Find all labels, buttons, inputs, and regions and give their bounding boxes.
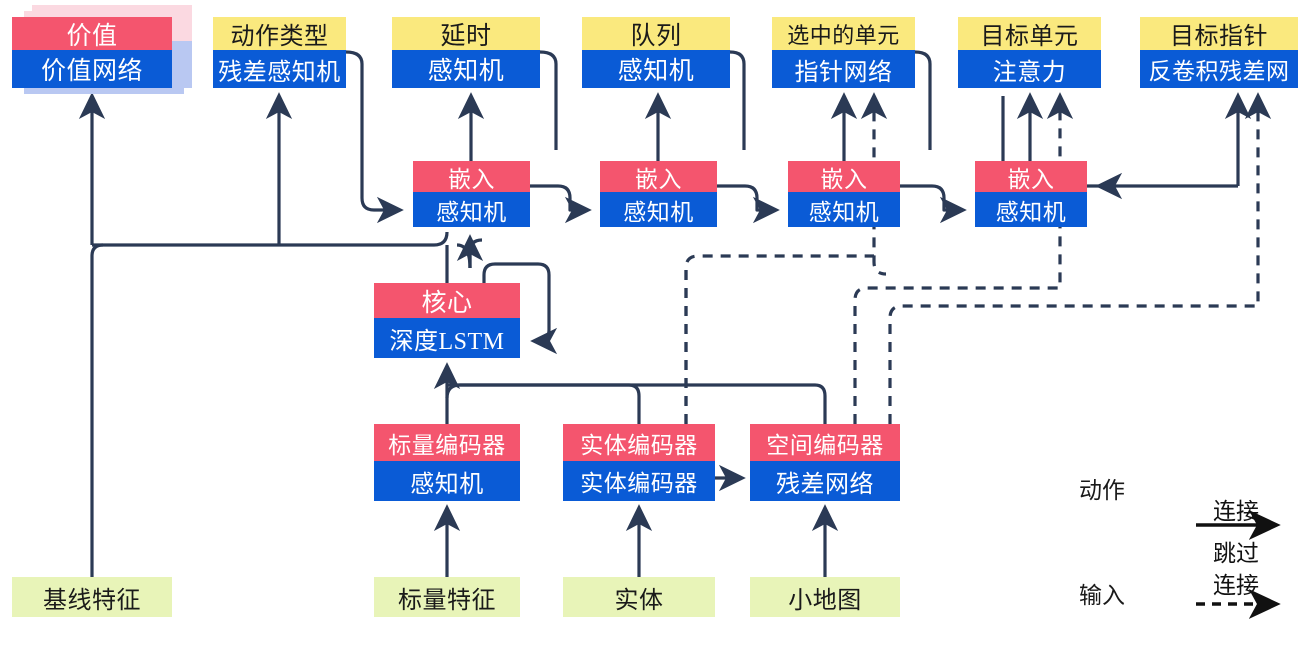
node-spatial-encoder-bottom: 残差网络 xyxy=(750,461,900,501)
legend-swatch-input: 输入 xyxy=(1079,582,1125,608)
node-delay[interactable]: 延时 感知机 xyxy=(392,17,540,88)
legend-skip-label-line1: 跳过 xyxy=(1213,541,1259,566)
node-action-type-bottom: 残差感知机 xyxy=(213,50,346,88)
node-entities-label: 实体 xyxy=(563,577,715,617)
node-selected-units-top: 选中的单元 xyxy=(772,17,915,50)
node-entity-encoder-bottom: 实体编码器 xyxy=(563,461,715,501)
node-scalar-encoder[interactable]: 标量编码器 感知机 xyxy=(374,424,520,501)
legend: 动作 输出 神经网络 输入 xyxy=(1040,470,1164,610)
node-embed-2-bottom: 感知机 xyxy=(600,192,717,227)
node-delay-bottom: 感知机 xyxy=(392,50,540,88)
node-embed-2[interactable]: 嵌入 感知机 xyxy=(600,161,717,227)
node-embed-3[interactable]: 嵌入 感知机 xyxy=(788,161,900,227)
node-embed-1-bottom: 感知机 xyxy=(413,192,530,227)
node-value-bottom: 价值网络 xyxy=(12,50,172,88)
node-minimap[interactable]: 小地图 xyxy=(750,577,900,617)
legend-connection-label: 连接 xyxy=(1213,499,1259,524)
node-value[interactable]: 价值 价值网络 xyxy=(12,17,172,88)
node-delay-top: 延时 xyxy=(392,17,540,50)
node-queue[interactable]: 队列 感知机 xyxy=(582,17,730,88)
node-embed-1-top: 嵌入 xyxy=(413,161,530,192)
node-target-pointer[interactable]: 目标指针 反卷积残差网 xyxy=(1140,17,1298,88)
node-entity-encoder[interactable]: 实体编码器 实体编码器 xyxy=(563,424,715,501)
node-minimap-label: 小地图 xyxy=(750,577,900,617)
node-scalar-features[interactable]: 标量特征 xyxy=(374,577,520,617)
node-scalar-encoder-top: 标量编码器 xyxy=(374,424,520,461)
node-baseline-features-label: 基线特征 xyxy=(12,577,172,617)
node-action-type[interactable]: 动作类型 残差感知机 xyxy=(213,17,346,88)
node-target-unit-top: 目标单元 xyxy=(958,17,1101,50)
node-value-top: 价值 xyxy=(12,17,172,50)
node-selected-units[interactable]: 选中的单元 指针网络 xyxy=(772,17,915,88)
node-scalar-features-label: 标量特征 xyxy=(374,577,520,617)
node-target-unit[interactable]: 目标单元 注意力 xyxy=(958,17,1101,88)
node-queue-bottom: 感知机 xyxy=(582,50,730,88)
node-queue-top: 队列 xyxy=(582,17,730,50)
node-spatial-encoder[interactable]: 空间编码器 残差网络 xyxy=(750,424,900,501)
node-embed-1[interactable]: 嵌入 感知机 xyxy=(413,161,530,227)
legend-swatch-action: 动作 xyxy=(1079,477,1125,503)
node-embed-3-top: 嵌入 xyxy=(788,161,900,192)
node-embed-2-top: 嵌入 xyxy=(600,161,717,192)
node-core-top: 核心 xyxy=(374,283,520,318)
legend-swatch-output: 输出 xyxy=(1079,512,1125,538)
node-embed-4-bottom: 感知机 xyxy=(975,192,1087,227)
node-entity-encoder-top: 实体编码器 xyxy=(563,424,715,461)
node-target-unit-bottom: 注意力 xyxy=(958,50,1101,88)
node-entities[interactable]: 实体 xyxy=(563,577,715,617)
legend-skip-label-line2: 连接 xyxy=(1213,573,1259,598)
node-spatial-encoder-top: 空间编码器 xyxy=(750,424,900,461)
node-target-pointer-bottom: 反卷积残差网 xyxy=(1140,50,1298,88)
node-baseline-features[interactable]: 基线特征 xyxy=(12,577,172,617)
legend-swatch-network: 神经网络 xyxy=(1057,546,1146,572)
node-core-bottom: 深度LSTM xyxy=(374,318,520,358)
node-embed-4[interactable]: 嵌入 感知机 xyxy=(975,161,1087,227)
node-core[interactable]: 核心 深度LSTM xyxy=(374,283,520,358)
node-embed-3-bottom: 感知机 xyxy=(788,192,900,227)
node-selected-units-bottom: 指针网络 xyxy=(772,50,915,88)
node-embed-4-top: 嵌入 xyxy=(975,161,1087,192)
node-scalar-encoder-bottom: 感知机 xyxy=(374,461,520,501)
node-action-type-top: 动作类型 xyxy=(213,17,346,50)
node-target-pointer-top: 目标指针 xyxy=(1140,17,1298,50)
